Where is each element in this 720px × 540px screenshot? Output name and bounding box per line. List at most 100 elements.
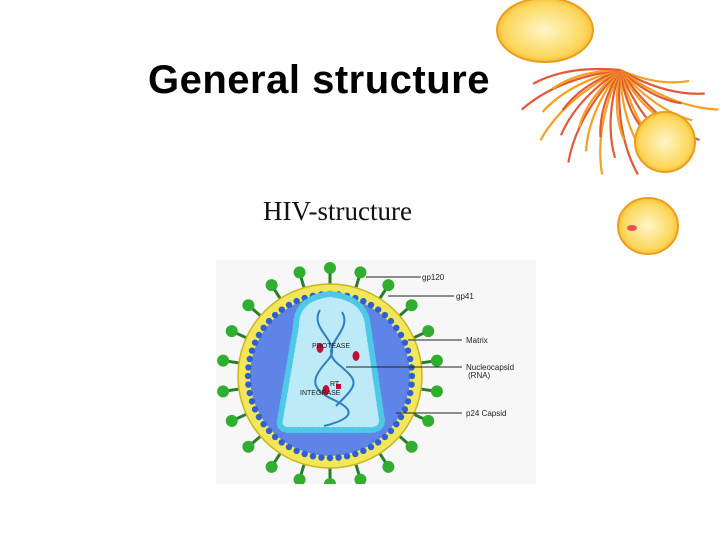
matrix-bead: [343, 453, 351, 460]
p24-capsid-cone: [276, 290, 386, 433]
matrix-bead: [260, 324, 267, 332]
matrix-bead: [245, 381, 252, 388]
gp120-knob: [430, 385, 443, 398]
matrix-bead: [271, 311, 279, 319]
matrix-bead: [387, 317, 395, 325]
matrix-bead: [404, 347, 412, 354]
flower-ray: [619, 69, 719, 111]
gp120-knob: [293, 473, 306, 484]
integrase-enzyme: [322, 385, 330, 395]
gp120-knob: [324, 262, 336, 274]
rna-strand-2: [330, 311, 355, 407]
matrix-bead: [335, 454, 342, 461]
matrix-bead: [352, 450, 359, 458]
rna-strand: [314, 309, 350, 427]
matrix-bead: [255, 413, 263, 421]
matrix-bead: [360, 297, 367, 305]
matrix-bead: [244, 372, 252, 380]
small-sun-icon: [617, 197, 679, 255]
matrix-bead: [318, 454, 325, 461]
matrix-bead: [397, 331, 405, 339]
matrix-bead: [265, 317, 273, 325]
reverse-transcriptase: [336, 384, 341, 389]
gp120-knob: [225, 414, 238, 427]
callout-lines: [346, 276, 462, 414]
gp120-knob: [265, 460, 278, 473]
flower-ray: [619, 69, 668, 123]
matrix-bead: [393, 324, 400, 332]
flower-ray: [618, 69, 648, 136]
gp120-knob: [430, 354, 443, 367]
matrix-bead: [374, 306, 382, 313]
matrix-bead: [260, 420, 267, 428]
flower-ray: [617, 69, 639, 176]
diagram-title: HIV-structure: [263, 196, 412, 226]
matrix-bead: [248, 347, 256, 354]
gp120-knob: [217, 385, 230, 398]
matrix-bead: [246, 355, 253, 363]
flower-ray: [559, 69, 621, 136]
matrix-bead: [278, 306, 286, 313]
matrix-bead: [285, 443, 293, 451]
flower-ray: [541, 68, 621, 113]
label-rna: (RNA): [468, 371, 491, 380]
protease-enzyme-2: [352, 351, 360, 361]
gp120-knob: [354, 473, 367, 484]
matrix-bead: [397, 413, 405, 421]
matrix-bead: [408, 372, 416, 380]
flower-ray: [619, 69, 693, 122]
flower-ray: [618, 69, 673, 164]
label-integrase: INTEGRASE: [300, 390, 341, 397]
flower-ray: [615, 69, 625, 141]
matrix-bead: [251, 406, 259, 413]
flower-ray: [584, 69, 621, 152]
gp120-knob: [405, 440, 418, 453]
matrix-bead: [301, 450, 308, 458]
gp120-knob: [382, 279, 395, 292]
gp120-knob: [324, 478, 336, 484]
flower-ray: [551, 68, 621, 90]
label-gp120: gp120: [422, 273, 445, 282]
gp120-knob: [225, 325, 238, 338]
gp120-knob: [217, 354, 230, 367]
gp120-knob: [422, 325, 435, 338]
flower-ray: [609, 69, 622, 159]
matrix-bead: [293, 447, 300, 455]
matrix-bead: [407, 355, 414, 363]
matrix-bead: [360, 447, 367, 455]
matrix-bead: [255, 331, 263, 339]
matrix-bead: [265, 427, 273, 435]
matrix-bead: [381, 311, 389, 319]
flower-ray: [520, 68, 621, 111]
matrix-bead: [404, 398, 412, 405]
flower-ray: [619, 69, 682, 105]
matrix-bead: [309, 453, 317, 460]
matrix-bead: [367, 443, 375, 451]
label-rt: RT: [330, 381, 340, 388]
flower-ray: [619, 68, 690, 84]
matrix-bead: [245, 364, 252, 371]
flower-ray: [618, 69, 672, 143]
flower-ray: [539, 69, 621, 141]
gp120-knob: [354, 266, 367, 279]
matrix-bead: [251, 339, 259, 346]
matrix-bead: [278, 439, 286, 446]
flower-ray: [567, 69, 621, 163]
flower-ray: [578, 69, 621, 128]
flower-ray: [618, 69, 646, 156]
gp120-knob: [293, 266, 306, 279]
matrix-bead: [248, 398, 256, 405]
label-capsid: p24 Capsid: [466, 409, 506, 418]
slide-title: General structure: [148, 58, 490, 102]
matrix-bead: [367, 301, 375, 309]
flower-ray: [532, 67, 621, 85]
label-gp41: gp41: [456, 292, 474, 301]
side-sun-icon: [634, 111, 696, 173]
matrix-bead: [293, 297, 300, 305]
gp120-knob: [242, 299, 255, 312]
matrix-bead: [374, 439, 382, 446]
matrix-bead: [381, 433, 389, 441]
gp120-knob: [405, 299, 418, 312]
flower-rays: [520, 67, 719, 176]
gp120-knob: [422, 414, 435, 427]
